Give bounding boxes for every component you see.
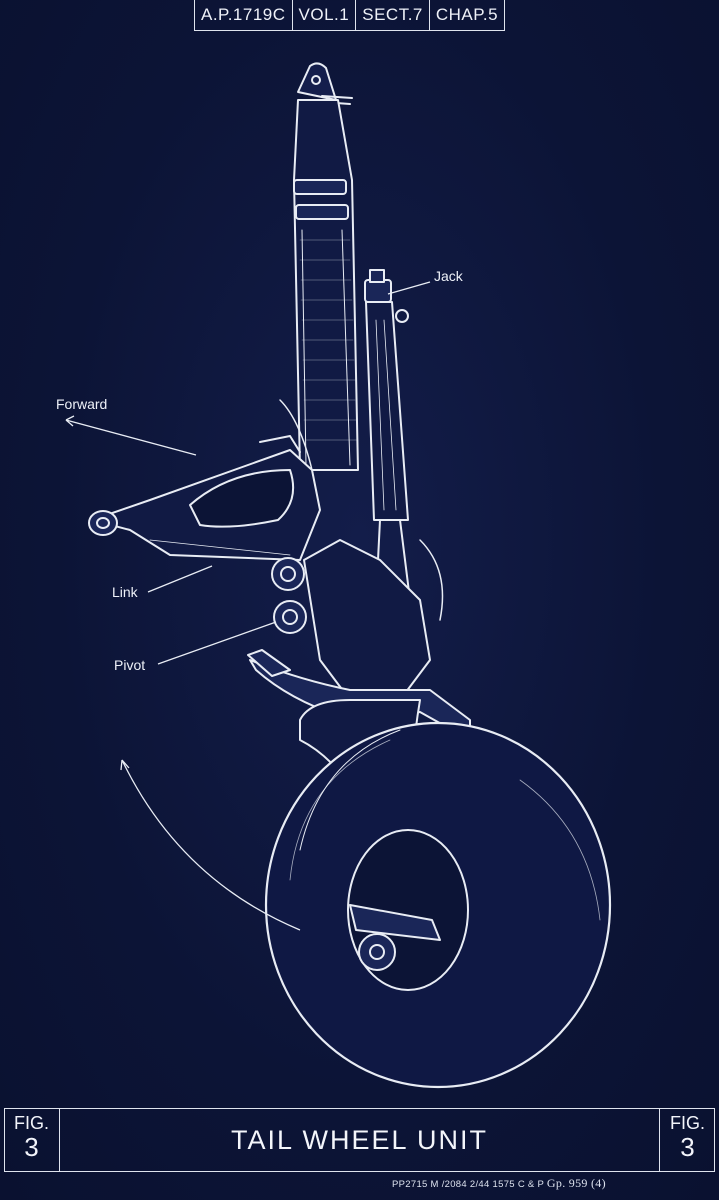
top-mounting-lug (297, 62, 353, 105)
swing-arrowhead (120, 759, 130, 771)
figure-title-bar: FIG. 3 TAIL WHEEL UNIT FIG. 3 (4, 1108, 715, 1172)
forward-arrowhead (65, 415, 75, 427)
pivot-bosses (271, 539, 431, 701)
jack-label: Jack (434, 268, 463, 284)
jack-leader (387, 281, 431, 295)
pivot-label: Pivot (114, 657, 146, 673)
figure-title: TAIL WHEEL UNIT (230, 1125, 489, 1155)
fig-number-left: 3 (24, 1132, 39, 1162)
axle-hub (349, 904, 441, 971)
link-leader (147, 565, 213, 593)
link-arm (88, 435, 321, 561)
jack-cylinder (364, 269, 411, 601)
swing-arc (121, 759, 301, 931)
forward-leader (65, 419, 197, 456)
main-strut (293, 99, 359, 471)
figure-number-left: FIG. 3 (4, 1108, 60, 1172)
fig-label-right: FIG. (670, 1113, 705, 1133)
link-label: Link (112, 584, 138, 600)
pivot-leader (157, 621, 277, 665)
chapter: CHAP.5 (435, 5, 499, 24)
forward-label: Forward (56, 396, 108, 412)
section: SECT.7 (356, 0, 430, 30)
figure-number-right: FIG. 3 (659, 1108, 715, 1172)
tail-wheel-illustration (65, 62, 612, 1089)
ap-number: A.P.1719C (195, 0, 293, 30)
fig-number-right: 3 (680, 1132, 695, 1162)
volume: VOL.1 (293, 0, 357, 30)
publication-reference: A.P.1719C VOL.1 SECT.7 CHAP.5 (194, 0, 506, 31)
group-code: Gp. 959 (4) (546, 1176, 606, 1190)
tyre (264, 721, 612, 1089)
print-footer: PP2715 M /2084 2/44 1575 C & P Gp. 959 (… (392, 1176, 606, 1191)
fig-label-left: FIG. (14, 1113, 49, 1133)
print-code: PP2715 M /2084 2/44 1575 C & P (392, 1179, 544, 1190)
